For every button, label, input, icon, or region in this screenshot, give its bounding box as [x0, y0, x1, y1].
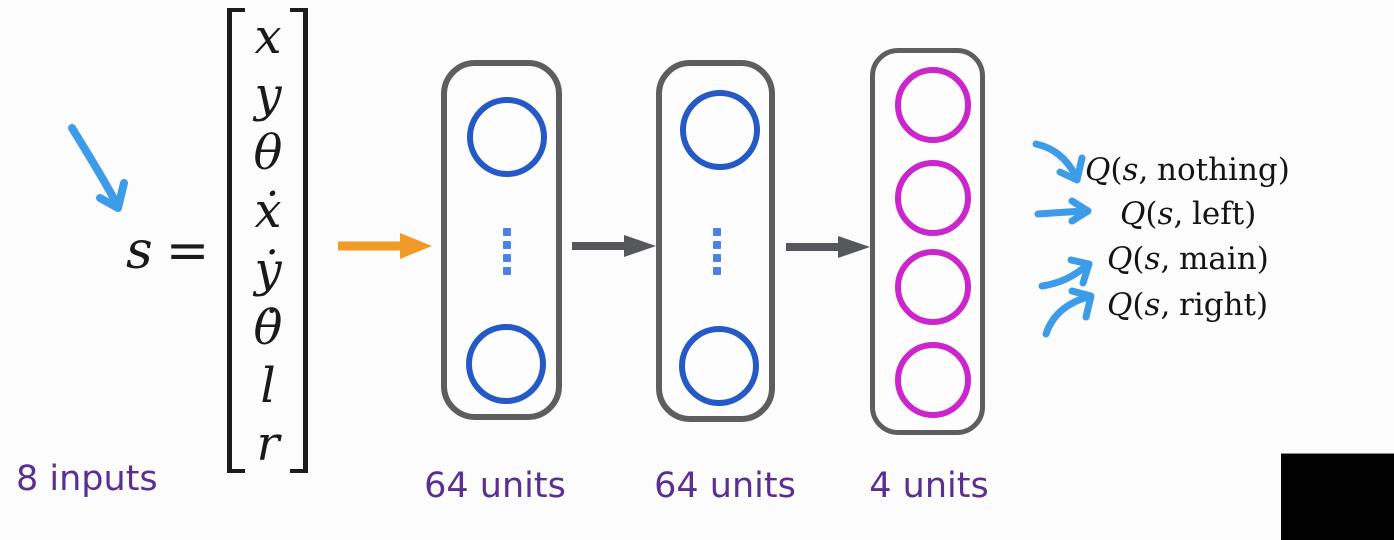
- vector-entry: l: [260, 357, 276, 414]
- action-name: right: [1178, 287, 1256, 323]
- layer-label: 64 units: [654, 466, 796, 506]
- ellipsis-icon: [503, 228, 511, 275]
- comma: ,: [1160, 241, 1171, 277]
- q-symbol: Q: [1107, 287, 1133, 323]
- unit-circle: [466, 324, 546, 404]
- output-arrow-icon: [1034, 197, 1092, 225]
- vector-right-bracket: [290, 8, 308, 473]
- action-name: left: [1191, 196, 1245, 232]
- unit-circle: [895, 160, 971, 236]
- state-vector: x y θ ẋ ẏ θ̇ l r: [240, 8, 296, 473]
- q-value-label: Q(s,left): [1120, 196, 1256, 233]
- vector-entry: r: [256, 415, 280, 472]
- q-value-label: Q(s,main): [1107, 241, 1269, 278]
- vector-left-bracket: [227, 8, 245, 473]
- q-symbol: Q: [1085, 152, 1111, 188]
- vector-entry: y: [254, 67, 282, 124]
- open-paren: (: [1132, 287, 1145, 323]
- close-paren: ): [1256, 241, 1269, 277]
- unit-circle: [679, 326, 759, 406]
- state-equation: s =: [126, 221, 209, 281]
- unit-circle: [895, 67, 971, 143]
- q-symbol: Q: [1120, 196, 1146, 232]
- comma: ,: [1160, 287, 1171, 323]
- input-arrow-icon: [338, 233, 432, 259]
- q-value-label: Q(s,right): [1107, 287, 1268, 324]
- open-paren: (: [1145, 196, 1158, 232]
- output-arrow-icon: [1042, 287, 1095, 338]
- vector-entry: θ̇: [253, 299, 283, 356]
- output-arrow-icon: [1038, 256, 1093, 290]
- state-symbol: s: [1122, 152, 1139, 188]
- layer-label: 64 units: [424, 466, 566, 506]
- flow-arrow-icon: [572, 235, 656, 257]
- hidden-layer-1: [441, 60, 562, 420]
- state-symbol: s: [126, 221, 153, 281]
- unit-circle: [895, 249, 971, 325]
- comma: ,: [1138, 152, 1149, 188]
- close-paren: ): [1256, 287, 1269, 323]
- inputs-label: 8 inputs: [16, 459, 158, 499]
- layer-label: 4 units: [869, 466, 989, 506]
- close-paren: ): [1244, 196, 1257, 232]
- open-paren: (: [1132, 241, 1145, 277]
- action-name: main: [1178, 241, 1257, 277]
- hidden-layer-2: [656, 60, 775, 422]
- flow-arrow-icon: [786, 236, 870, 258]
- output-layer: [870, 48, 985, 435]
- q-symbol: Q: [1107, 241, 1133, 277]
- action-name: nothing: [1156, 152, 1278, 188]
- comma: ,: [1173, 196, 1184, 232]
- close-paren: ): [1277, 152, 1290, 188]
- state-symbol: s: [1144, 241, 1161, 277]
- video-overlay-box: [1281, 453, 1394, 540]
- output-arrow-icon: [1032, 140, 1086, 184]
- q-value-label: Q(s,nothing): [1085, 152, 1290, 189]
- ellipsis-icon: [713, 228, 721, 275]
- vector-entry: x: [254, 9, 282, 66]
- unit-circle: [467, 97, 547, 177]
- state-symbol: s: [1157, 196, 1174, 232]
- unit-circle: [895, 342, 971, 418]
- open-paren: (: [1110, 152, 1123, 188]
- state-symbol: s: [1144, 287, 1161, 323]
- vector-entry: θ: [253, 125, 283, 182]
- vector-entry: ẏ: [254, 241, 282, 298]
- equals-sign: =: [165, 221, 210, 281]
- vector-entry: ẋ: [254, 183, 282, 240]
- annotation-arrow-icon: [68, 124, 128, 212]
- unit-circle: [680, 90, 760, 170]
